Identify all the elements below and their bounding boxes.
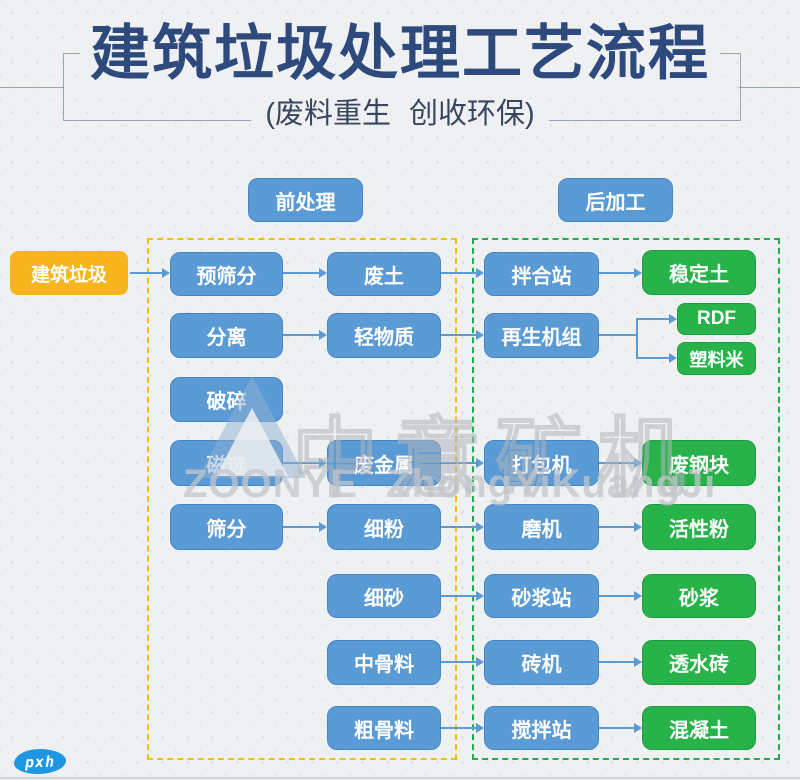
flow-fork-line: [636, 318, 638, 359]
node-scrap-metal: 废金属: [327, 440, 441, 486]
flow-arrow: [441, 522, 484, 532]
pxh-badge: pxh: [13, 748, 67, 775]
node-brick-machine: 砖机: [484, 640, 599, 685]
node-mortar-station: 砂浆站: [484, 574, 599, 618]
node-permeable-brick: 透水砖: [642, 640, 756, 685]
flow-arrow: [130, 268, 170, 278]
flow-arrow: [441, 723, 484, 733]
flow-arrow: [599, 591, 642, 601]
node-fine-sand: 细砂: [327, 574, 441, 618]
node-scrap-steel-block: 废钢块: [642, 440, 756, 486]
bottom-rule: [0, 777, 800, 779]
title-rule-left: [0, 87, 63, 88]
flow-arrow: [636, 353, 677, 363]
node-concrete: 混凝土: [642, 706, 756, 750]
node-mortar: 砂浆: [642, 574, 756, 618]
page-subtitle: (废料重生 创收环保): [0, 96, 800, 134]
flow-arrow: [599, 723, 642, 733]
flow-arrow: [283, 330, 327, 340]
post-processing-label: 后加工: [558, 178, 673, 222]
node-screening: 筛分: [170, 504, 283, 550]
flow-line: [599, 334, 638, 336]
flow-arrow: [283, 458, 327, 468]
node-plastic-pellets: 塑料米: [677, 342, 756, 375]
page-title: 建筑垃圾处理工艺流程: [0, 16, 800, 91]
node-construction-waste: 建筑垃圾: [10, 251, 128, 295]
flow-arrow: [599, 657, 642, 667]
node-baler: 打包机: [484, 440, 599, 486]
flow-arrow: [441, 330, 484, 340]
flow-arrow: [599, 458, 642, 468]
node-mill: 磨机: [484, 504, 599, 550]
node-fine-powder: 细粉: [327, 504, 441, 550]
flow-arrow: [441, 268, 484, 278]
node-rdf: RDF: [677, 303, 756, 335]
pre-processing-label: 前处理: [248, 178, 363, 222]
node-active-powder: 活性粉: [642, 504, 756, 550]
title-rule-right: [739, 87, 800, 88]
node-magnetic-separation: 磁选: [170, 440, 283, 486]
node-mixing-station: 拌合站: [484, 252, 599, 296]
node-regeneration-unit: 再生机组: [484, 313, 599, 358]
node-light-material: 轻物质: [327, 313, 441, 358]
node-coarse-aggregate: 粗骨料: [327, 706, 441, 750]
flow-arrow: [283, 268, 327, 278]
flow-arrow: [599, 268, 642, 278]
pre-processing-group: [147, 238, 457, 760]
post-processing-group: [472, 238, 780, 760]
node-waste-soil: 废土: [327, 252, 441, 296]
flow-arrow: [441, 458, 484, 468]
flow-arrow: [636, 314, 677, 324]
node-crushing: 破碎: [170, 377, 283, 422]
flow-arrow: [283, 522, 327, 532]
flow-arrow: [599, 522, 642, 532]
node-medium-aggregate: 中骨料: [327, 640, 441, 685]
node-stabilized-soil: 稳定土: [642, 250, 756, 295]
flow-arrow: [441, 657, 484, 667]
node-concrete-mixing-station: 搅拌站: [484, 706, 599, 750]
node-pre-screening: 预筛分: [170, 252, 283, 296]
node-separation: 分离: [170, 313, 283, 358]
flow-arrow: [441, 591, 484, 601]
